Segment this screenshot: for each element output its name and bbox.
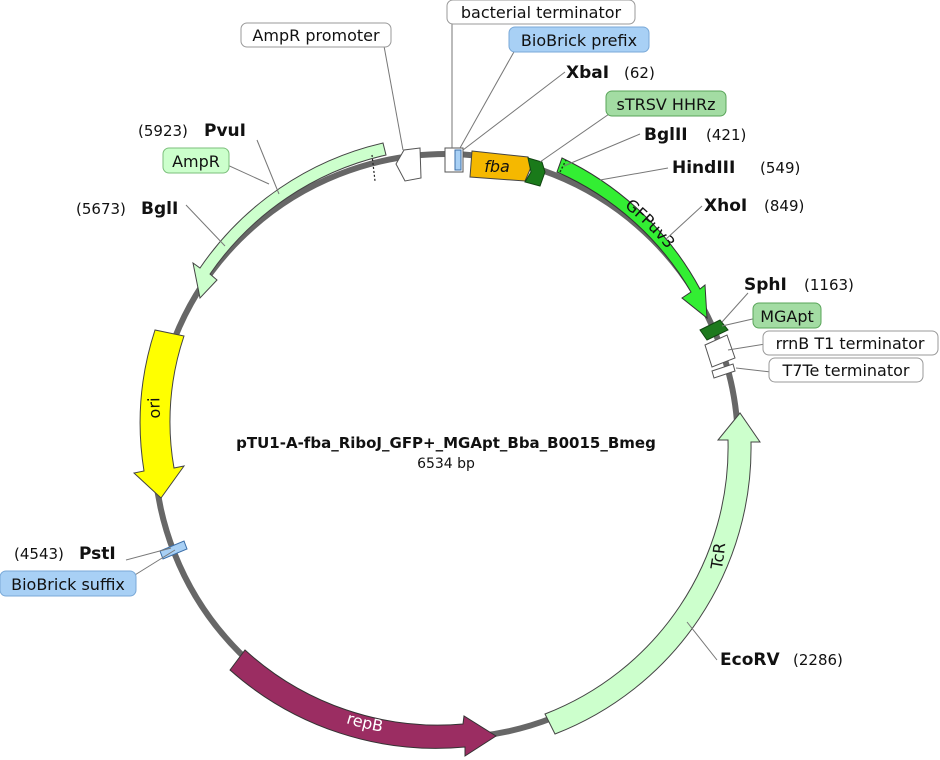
site-xhoi-name[interactable]: XhoI [704, 196, 747, 216]
ori-arrow-label: ori [144, 397, 164, 419]
ampr-promoter-label: AmpR promoter [252, 26, 380, 45]
gfp-arrow-label: GFPuv3 [622, 195, 679, 252]
ampr-label: AmpR [172, 152, 220, 171]
site-sphi-pos: (1163) [804, 276, 854, 294]
biobrick-prefix-callout[interactable] [508, 26, 650, 53]
plasmid-name: pTU1-A-fba_RiboJ_GFP+_MGApt_Bba_B0015_Bm… [236, 434, 656, 452]
fba-arrow[interactable] [469, 150, 533, 182]
gfp-arrow[interactable] [556, 157, 708, 320]
site-ecorv-name[interactable]: EcoRV [720, 650, 780, 670]
biobrick-prefix-label: BioBrick prefix [521, 31, 637, 50]
rrnb-label: rrnB T1 terminator [776, 334, 925, 353]
site-hindiii-name[interactable]: HindIII [672, 158, 735, 178]
tcr-arrow-label: TcR [707, 542, 729, 572]
tcr-arrow[interactable] [544, 412, 761, 735]
mgapt-box[interactable] [699, 319, 729, 341]
fba-label: fba [484, 157, 510, 176]
repb-arrow[interactable] [229, 649, 497, 757]
site-bgli-name[interactable]: BglI [141, 199, 178, 219]
biobrick-suffix-callout[interactable] [0, 570, 137, 597]
site-sphi-name[interactable]: SphI [744, 275, 787, 295]
bacterial-terminator-callout[interactable] [446, 0, 636, 25]
site-psti-name[interactable]: PstI [79, 544, 116, 564]
rrnb-box[interactable] [704, 334, 736, 368]
site-pvui-pos: (5923) [138, 122, 188, 140]
ampr-marker [371, 154, 376, 182]
site-hindiii-pos: (549) [760, 159, 800, 177]
ampr-arrow[interactable] [192, 142, 387, 300]
strsv-callout[interactable] [605, 90, 727, 117]
mgapt-label: MGApt [760, 307, 814, 326]
site-bglii-name[interactable]: BglII [644, 125, 688, 145]
ampr-callout[interactable] [162, 147, 230, 174]
strsv-label: sTRSV HHRz [617, 95, 716, 114]
biobrick-suffix-box[interactable] [159, 540, 188, 560]
site-bglii-pos: (421) [706, 126, 746, 144]
ampr-promoter-arrow[interactable] [395, 147, 422, 182]
site-xbai-pos: (62) [624, 64, 655, 82]
site-xhoi-pos: (849) [764, 197, 804, 215]
site-xbai-name[interactable]: XbaI [566, 63, 609, 83]
plasmid-length: 6534 bp [417, 456, 475, 472]
ori-arrow[interactable] [132, 329, 186, 499]
site-psti-pos: (4543) [14, 545, 64, 563]
site-pvui-name[interactable]: PvuI [204, 121, 246, 141]
t7te-callout[interactable] [768, 357, 924, 383]
strsv-arrow[interactable] [524, 157, 546, 187]
t7te-box[interactable] [711, 363, 736, 379]
t7te-label: T7Te terminator [782, 361, 910, 380]
ampr-promoter-callout[interactable] [240, 22, 392, 48]
leader-lines [125, 22, 772, 661]
biobrick-suffix-label: BioBrick suffix [11, 575, 125, 594]
mgapt-callout[interactable] [752, 302, 822, 329]
rrnb-callout[interactable] [762, 330, 939, 356]
biobrick-prefix-box[interactable] [454, 149, 462, 171]
site-ecorv-pos: (2286) [793, 651, 843, 669]
bacterial-terminator-label: bacterial terminator [461, 3, 622, 22]
site-bgli-pos: (5673) [76, 200, 126, 218]
